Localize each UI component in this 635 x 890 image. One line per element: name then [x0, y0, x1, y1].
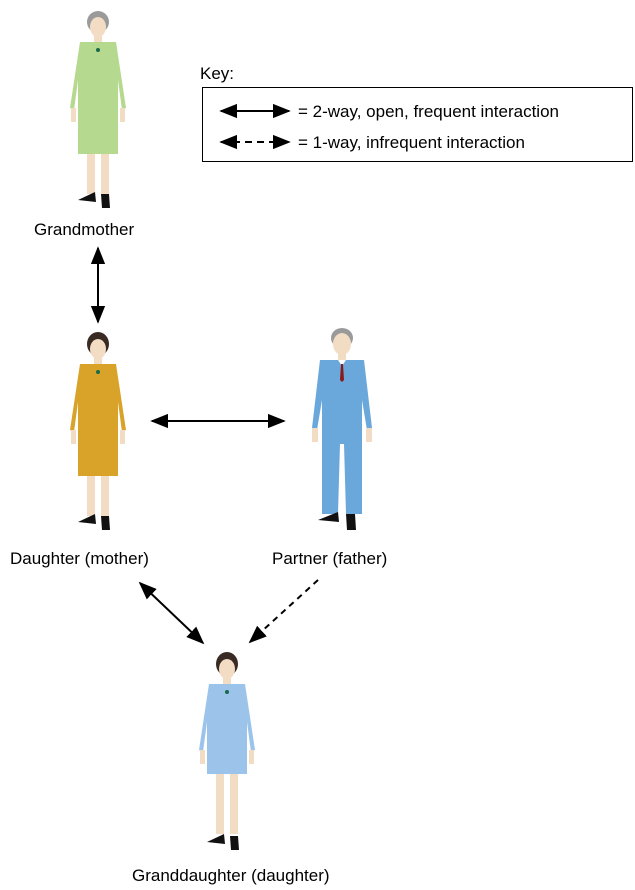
key-title: Key: — [200, 64, 235, 83]
key-one-way-label: = 1-way, infrequent interaction — [298, 133, 525, 152]
key-legend: = 2-way, open, frequent interaction = 1-… — [202, 87, 633, 162]
granddaughter-figure — [199, 652, 255, 850]
granddaughter-label: Granddaughter (daughter) — [132, 866, 330, 885]
key-two-way-label: = 2-way, open, frequent interaction — [298, 102, 559, 121]
daughter-mother-figure — [70, 332, 126, 530]
arrow-partner-granddaughter-dashed — [248, 579, 319, 644]
grandmother-label: Grandmother — [34, 220, 135, 239]
one-way-dashed-arrow-icon — [219, 134, 291, 150]
partner-father-label: Partner (father) — [272, 549, 388, 568]
arrow-daughter-granddaughter — [138, 581, 205, 645]
partner-father-figure — [312, 328, 372, 530]
grandmother-figure — [70, 11, 126, 208]
two-way-arrow-icon — [219, 103, 291, 119]
daughter-mother-label: Daughter (mother) — [10, 549, 149, 568]
